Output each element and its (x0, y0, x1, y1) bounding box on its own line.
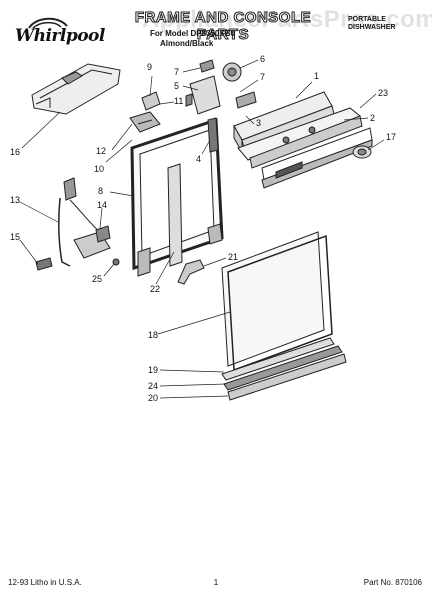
callout-10: 10 (94, 164, 104, 174)
callout-19: 19 (148, 365, 158, 375)
callout-12: 12 (96, 146, 106, 156)
callout-25: 25 (92, 274, 102, 284)
callout-3: 3 (256, 118, 261, 128)
part-19-trim (221, 337, 347, 401)
product-line-2: DISHWASHER (348, 24, 396, 31)
page-number: 1 (213, 578, 219, 587)
callout-23: 23 (378, 88, 388, 98)
product-type: PORTABLE DISHWASHER (348, 16, 395, 32)
part-17-knob (352, 145, 372, 159)
callout-2: 2 (370, 113, 375, 123)
logo-swirl-icon (28, 17, 68, 29)
product-line-1: PORTABLE (348, 16, 386, 23)
callout-1: 1 (314, 71, 319, 81)
callout-22: 22 (150, 284, 160, 294)
watermark: AppliancePartsPros.com (142, 6, 432, 33)
part-number: Part No. 870106 (363, 578, 422, 587)
callout-7a: 7 (174, 67, 179, 77)
part-5-switch (185, 59, 257, 115)
callout-21: 21 (228, 252, 238, 262)
callout-4: 4 (196, 154, 201, 164)
callout-9: 9 (147, 62, 152, 72)
callout-11: 11 (174, 96, 183, 106)
page-title: FRAME AND CONSOLE PARTS (134, 9, 312, 44)
color-variant: Almond/Black (160, 39, 214, 48)
callout-20: 20 (148, 393, 158, 403)
callout-17: 17 (386, 132, 396, 142)
part-21-hook (177, 259, 205, 285)
callout-14: 14 (97, 200, 107, 210)
part-16-bracket (31, 63, 121, 115)
part-9-hinge (129, 91, 161, 133)
print-info: 12-93 Litho in U.S.A. (8, 578, 82, 587)
leader-lines (19, 59, 385, 399)
part-18-door-panel (221, 231, 333, 372)
callout-18: 18 (148, 330, 158, 340)
part-13-harness (35, 177, 120, 271)
whirlpool-logo: Whirlpool (9, 12, 105, 52)
callout-8: 8 (98, 186, 103, 196)
callout-16: 16 (10, 147, 20, 157)
part-4-latch (207, 117, 219, 153)
callout-7b: 7 (260, 72, 265, 82)
callout-13: 13 (10, 195, 20, 205)
callout-24: 24 (148, 381, 158, 391)
part-22-strip (167, 163, 183, 267)
part-1-console (233, 91, 373, 189)
model-number: For Model DP8350XB0 (150, 29, 235, 38)
callout-5: 5 (174, 81, 179, 91)
brand-name: Whirlpool (15, 26, 105, 46)
callout-6: 6 (260, 54, 265, 64)
callout-15: 15 (10, 232, 20, 242)
